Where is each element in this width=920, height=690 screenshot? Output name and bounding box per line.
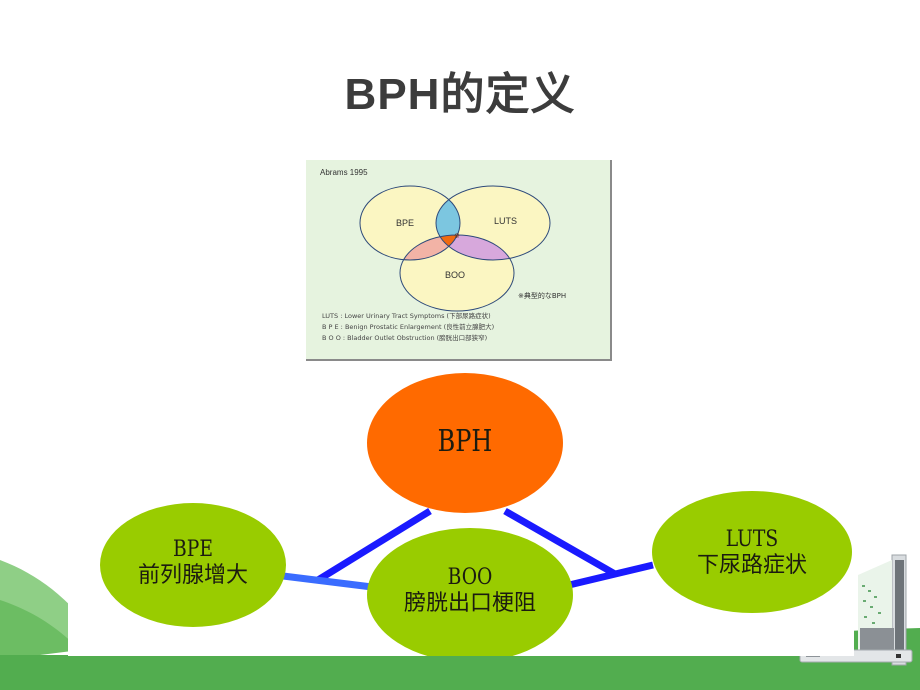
connector-boo-luts — [564, 561, 654, 590]
connector-bph-luts — [503, 507, 617, 578]
slide-title: BPH的定义 — [344, 70, 576, 119]
venn-source-label: Abrams 1995 — [320, 168, 368, 177]
venn-label-bpe: BPE — [396, 218, 415, 228]
venn-legend-luts: LUTS : Lower Urinary Tract Symptoms (下部尿… — [322, 312, 491, 320]
node-bpe-abbr: BPE — [173, 537, 213, 562]
node-boo-abbr: BOO — [447, 565, 493, 590]
left-wave-mid — [0, 600, 80, 660]
venn-overlap-luts-boo — [436, 235, 514, 260]
venn-legend-bpe: B P E : Benign Prostatic Enlargement (良性… — [322, 323, 495, 331]
node-boo-chinese: 膀胱出口梗阻 — [403, 591, 536, 617]
node-luts-text: LUTS 下尿路症状 — [672, 527, 832, 580]
venn-label-luts: LUTS — [494, 216, 518, 226]
node-boo-text: BOO 膀胱出口梗阻 — [380, 565, 560, 618]
node-boo — [367, 528, 573, 656]
venn-overlap-bpe-boo — [400, 235, 460, 260]
node-bpe-chinese: 前列腺增大 — [137, 563, 248, 589]
venn-diagram — [359, 185, 551, 312]
venn-legend-boo: B O O : Bladder Outlet Obstruction (膀胱出口… — [322, 334, 488, 342]
venn-center-marker: ※ — [454, 232, 460, 240]
node-bph — [367, 373, 563, 513]
node-luts-chinese: 下尿路症状 — [696, 553, 807, 579]
node-bpe-text: BPE 前列腺增大 — [113, 537, 273, 590]
connector-bpe-boo — [274, 571, 373, 591]
venn-note: ※典型的なBPH — [518, 292, 567, 300]
connector-bph-bpe — [316, 508, 432, 583]
node-bph-label: BPH — [437, 424, 493, 459]
laptop-icon — [799, 554, 913, 666]
node-luts — [652, 491, 852, 613]
venn-figure: Abrams 1995 BPE LUTS BOO ※ ※典型的なBPH LUTS… — [306, 160, 612, 361]
venn-label-boo: BOO — [445, 270, 466, 280]
node-luts-abbr: LUTS — [725, 527, 779, 552]
node-bpe — [100, 503, 286, 627]
